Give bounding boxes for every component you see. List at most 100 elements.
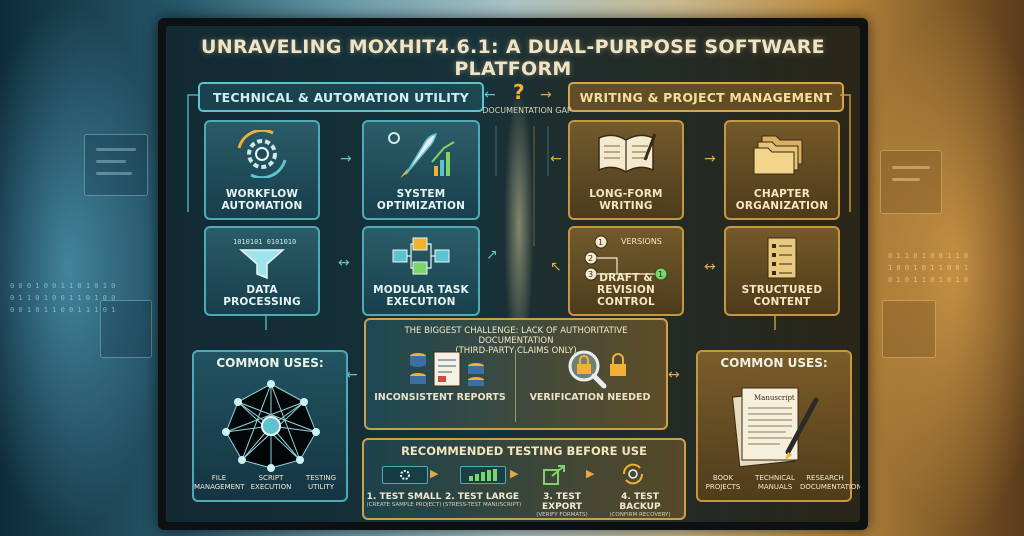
test-small-bar <box>382 466 428 484</box>
network-graph-icon <box>222 380 320 472</box>
bg-line <box>96 148 136 151</box>
test-step: 4. TEST BACKUP(CONFIRM RECOVERY) <box>600 492 680 519</box>
backup-icon <box>622 463 644 485</box>
common-uses-title: COMMON USES: <box>720 356 828 370</box>
bg-line <box>96 172 132 175</box>
challenge-divider <box>515 350 516 422</box>
bg-line <box>892 178 920 181</box>
test-step-sub: (CONFIRM RECOVERY) <box>609 512 671 518</box>
test-step: 3. TEST EXPORT(VERIFY FORMATS) <box>522 492 602 519</box>
bg-panel <box>882 300 936 358</box>
system-optimization-box: SYSTEM OPTIMIZATION <box>362 120 480 220</box>
test-step-sub: (VERIFY FORMATS) <box>536 512 588 518</box>
monitor-frame: UNRAVELING MOXHIT4.6.1: A DUAL-PURPOSE S… <box>158 18 868 530</box>
connector-lines <box>187 94 851 330</box>
challenge-panel: THE BIGGEST CHALLENGE: LACK OF AUTHORITA… <box>364 318 668 430</box>
box-label: WORKFLOW AUTOMATION <box>221 188 303 212</box>
testing-title: RECOMMENDED TESTING BEFORE USE <box>401 444 647 458</box>
documentation-gap-label: DOCUMENTATION GAP <box>482 106 572 115</box>
test-step-label: 2. TEST LARGE <box>444 492 520 502</box>
magnifier-lock-icon <box>568 350 626 389</box>
versions-icon: VERSIONS 1 2 3 1 <box>584 235 668 281</box>
flow-arrow: → <box>340 151 352 167</box>
binary-text: 1010101 0101010 <box>233 238 296 246</box>
flow-arrow: ↗ <box>486 247 498 263</box>
export-icon <box>543 465 565 485</box>
modular-task-execution-box: MODULAR TASK EXECUTION <box>362 226 480 316</box>
question-mark-icon: ? <box>513 80 525 104</box>
long-form-writing-box: LONG-FORM WRITING <box>568 120 684 220</box>
bar-chart-icon <box>469 469 497 481</box>
flow-arrow: → <box>704 151 716 167</box>
open-book-icon <box>598 133 657 173</box>
funnel-icon: 1010101 0101010 <box>233 238 296 280</box>
flowchart-icon <box>392 237 450 275</box>
inconsistent-reports-label: INCONSISTENT REPORTS <box>374 392 506 403</box>
version-num: 2 <box>588 254 593 263</box>
gap-arrow-left: ← <box>484 87 496 103</box>
page-title: UNRAVELING MOXHIT4.6.1: A DUAL-PURPOSE S… <box>201 36 825 80</box>
version-num: 1 <box>658 270 663 279</box>
chapter-organization-box: CHAPTER ORGANIZATION <box>724 120 840 220</box>
data-processing-box: 1010101 0101010 DATA PROCESSING <box>204 226 320 316</box>
verification-needed-label: VERIFICATION NEEDED <box>529 392 651 403</box>
flow-arrow: ↔ <box>668 367 680 383</box>
test-step-label: 3. TEST EXPORT <box>542 492 582 512</box>
right-glow <box>854 0 1024 536</box>
box-label: STRUCTURED CONTENT <box>741 284 823 308</box>
box-label: DATA PROCESSING <box>223 284 301 308</box>
flow-arrow: ↔ <box>338 255 350 271</box>
test-large-bar <box>460 466 506 484</box>
rocket-chart-icon <box>388 132 455 178</box>
box-label: CHAPTER ORGANIZATION <box>735 188 829 212</box>
manuscript-label: Manuscript <box>754 394 795 402</box>
common-use-item: FILE MANAGEMENT <box>194 474 245 491</box>
common-use-item: RESEARCH DOCUMENTATION <box>800 474 860 491</box>
bg-line <box>892 166 930 169</box>
workflow-automation-box: WORKFLOW AUTOMATION <box>204 120 320 220</box>
manuscript-pen-icon: Manuscript <box>731 387 819 468</box>
test-step-sub: (CREATE SAMPLE PROJECT) <box>366 502 442 508</box>
flow-arrow: ▶ <box>430 467 439 480</box>
right-common-uses-panel: COMMON USES: Manuscript BOOK PROJECTS TE… <box>696 350 860 502</box>
bg-panel <box>880 150 942 214</box>
box-label: MODULAR TASK EXECUTION <box>373 284 469 308</box>
draft-revision-control-box: VERSIONS 1 2 3 1 DRAFT & REVISION CONTRO… <box>568 226 684 316</box>
left-common-uses-panel: COMMON USES: FILE MANAGEMENT SCRIPT EXEC… <box>192 350 348 502</box>
testing-panel: RECOMMENDED TESTING BEFORE USE ▶ ▶ ▶ 1. … <box>362 438 686 520</box>
gap-arrow-right: → <box>540 87 552 103</box>
flow-arrow: ← <box>550 151 562 167</box>
common-use-item: BOOK PROJECTS <box>705 474 741 491</box>
test-step: 2. TEST LARGE(STRESS-TEST MANUSCRIPT) <box>442 492 522 509</box>
flow-arrow: ← <box>346 367 358 383</box>
box-label: SYSTEM OPTIMIZATION <box>376 188 466 212</box>
common-use-item: TECHNICAL MANUALS <box>755 474 795 491</box>
gear-icon <box>400 470 410 480</box>
test-step: 1. TEST SMALL(CREATE SAMPLE PROJECT) <box>364 492 444 509</box>
versions-label: VERSIONS <box>621 237 662 246</box>
left-glow <box>0 0 170 536</box>
box-label: LONG-FORM WRITING <box>589 188 663 212</box>
bg-binary: 0 0 0 1 0 0 1 1 0 1 0 1 0 0 1 1 0 1 0 0 … <box>10 282 116 314</box>
database-report-icon <box>410 351 484 387</box>
bg-binary: 0 1 1 0 1 0 0 1 1 0 1 0 0 1 0 1 1 0 0 1 … <box>888 252 969 284</box>
flow-arrow: ▶ <box>510 467 519 480</box>
test-step-sub: (STRESS-TEST MANUSCRIPT) <box>442 502 522 508</box>
gears-refresh-icon <box>237 130 287 178</box>
common-use-item: TESTING UTILITY <box>305 474 337 491</box>
version-num: 1 <box>598 238 603 247</box>
test-step-label: 1. TEST SMALL <box>366 492 442 502</box>
folders-icon <box>753 135 803 175</box>
version-num: 3 <box>588 270 593 279</box>
flow-arrow: ↔ <box>704 259 716 275</box>
right-section-header: WRITING & PROJECT MANAGEMENT <box>568 82 844 112</box>
challenge-title-text: THE BIGGEST CHALLENGE: LACK OF AUTHORITA… <box>404 326 628 346</box>
checklist-icon <box>767 237 797 279</box>
test-step-label: 4. TEST BACKUP <box>619 492 661 512</box>
flow-arrow: ↖ <box>550 259 562 275</box>
bg-panel <box>84 134 148 196</box>
common-uses-title: COMMON USES: <box>216 356 324 370</box>
left-section-header: TECHNICAL & AUTOMATION UTILITY <box>198 82 484 112</box>
infographic-screen: UNRAVELING MOXHIT4.6.1: A DUAL-PURPOSE S… <box>166 26 860 522</box>
flow-arrow: ▶ <box>586 467 595 480</box>
